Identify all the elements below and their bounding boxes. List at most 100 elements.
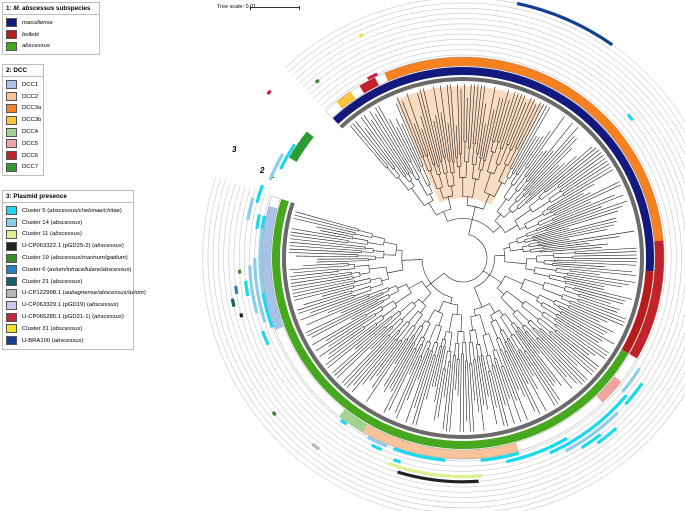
legend-plasmid-title: 3: Plasmid presence — [3, 191, 133, 203]
plasmid-swatch — [6, 312, 17, 322]
plasmid-mark — [339, 418, 348, 426]
plasmid-species: aubagnense/abscessus/avium — [64, 290, 144, 297]
plasmid-mark — [397, 470, 479, 484]
plasmid-mark — [393, 447, 446, 462]
plasmid-swatch — [6, 288, 17, 298]
plasmid-mark — [314, 78, 320, 84]
subspecies-swatch — [6, 18, 17, 28]
tree-scale-bar — [250, 5, 300, 10]
plasmid-mark — [244, 280, 250, 297]
highlighted-clade — [395, 86, 544, 206]
plasmid-mark — [266, 89, 272, 96]
plasmid-name: U-CP122998.1 ( — [22, 290, 65, 297]
plasmid-mark — [230, 298, 236, 308]
plasmid-swatch — [6, 265, 17, 275]
plasmid-mark — [239, 313, 244, 318]
ring-guide — [202, 0, 685, 511]
dcc-swatch — [6, 80, 17, 90]
ring-guide — [207, 2, 685, 511]
plasmid-species: abscessus — [94, 243, 122, 250]
plasmid-name: U-BRA100 ( — [22, 337, 54, 344]
ring-guide — [254, 49, 672, 467]
plasmid-mark — [271, 410, 277, 417]
dcc-segment — [359, 77, 379, 94]
subspecies-segment — [271, 198, 629, 450]
plasmid-mark — [311, 442, 320, 451]
dcc-label: DCC7 — [22, 164, 39, 171]
plasmid-name: Cluster 5 ( — [22, 207, 50, 214]
plasmid-mark — [268, 153, 285, 181]
dcc-ring-outline — [261, 56, 665, 460]
plasmid-swatch — [6, 253, 17, 263]
plasmid-name: Cluster 21 ( — [22, 278, 53, 285]
plasmid-mark — [516, 1, 614, 47]
plasmid-item: Cluster 11 (abscessus) — [6, 229, 131, 241]
plasmid-species: abscessus — [52, 219, 81, 226]
plasmid-species: abscessus — [94, 314, 122, 321]
plasmid-mark — [260, 215, 267, 230]
plasmid-item: U-CP063322.1 (pGD25-2) (abscessus) — [6, 240, 131, 252]
plasmid-species: abscessus/marinum/gadium — [52, 255, 126, 262]
ring-guide — [218, 13, 685, 503]
plasmid-name: Cluster 31 ( — [22, 325, 53, 332]
ring-guide — [233, 28, 685, 488]
plasmid-mark — [371, 443, 383, 452]
dcc-segment — [629, 240, 664, 359]
plasmid-mark — [260, 330, 270, 346]
subspecies-item: massiliense — [6, 17, 97, 29]
plasmid-mark — [621, 367, 641, 393]
dcc-swatch — [6, 92, 17, 102]
ring-guide — [212, 7, 685, 509]
plasmid-swatch — [6, 218, 17, 228]
plasmid-swatch — [6, 229, 17, 239]
plasmid-name: U-CP065285.1 (pGD21-1) ( — [22, 314, 95, 321]
ring-guide — [244, 39, 682, 477]
ring-label-2: 2 — [260, 166, 265, 175]
plasmid-name: Cluster 6 ( — [22, 266, 50, 273]
subspecies-swatch — [6, 30, 17, 40]
dcc-segment — [596, 376, 622, 403]
plasmid-item: U-CP065285.1 (pGD21-1) (abscessus) — [6, 311, 131, 323]
plasmid-item: Cluster 19 (abscessus/marinum/gadium) — [6, 252, 131, 264]
plasmid-item: Cluster 5 (abscessus/chelonae/chitae) — [6, 205, 131, 217]
dcc-swatch — [6, 115, 17, 125]
ring-guide — [238, 33, 685, 483]
plasmid-mark — [366, 72, 378, 81]
dcc-swatch — [6, 151, 17, 161]
plasmid-mark — [237, 269, 242, 274]
plasmid-mark — [253, 258, 267, 323]
plasmid-mark — [596, 426, 618, 445]
dcc-swatch — [6, 127, 17, 137]
dcc-item: DCC1 — [6, 79, 41, 91]
dcc-label: DCC3b — [22, 117, 42, 124]
dcc-label: DCC1 — [22, 81, 39, 88]
plasmid-species: abscessus — [52, 278, 81, 285]
plasmid-mark — [624, 382, 644, 406]
plasmid-swatch — [6, 300, 17, 310]
legend-subspecies-title: 1: M. abscessus subspecies — [3, 3, 99, 15]
plasmid-swatch — [6, 324, 17, 334]
ring-label-3: 3 — [232, 145, 237, 154]
dcc-swatch — [6, 103, 17, 113]
dcc-item: DCC4 — [6, 126, 41, 138]
plasmid-name: Cluster 11 ( — [22, 231, 53, 238]
dcc-item: DCC2 — [6, 91, 41, 103]
legend-plasmid-items: Cluster 5 (abscessus/chelonae/chitae)Clu… — [3, 203, 146, 349]
dcc-segment — [362, 424, 519, 459]
plasmid-species: avium/intracellulare/abscessus — [49, 266, 130, 273]
plasmid-mark — [255, 184, 264, 204]
plasmid-item: Cluster 14 (abscessus) — [6, 217, 131, 229]
plasmid-item: Cluster 31 (abscessus) — [6, 323, 131, 335]
dcc-label: DCC6 — [22, 152, 39, 159]
plasmid-mark — [258, 229, 265, 294]
ring-guide — [228, 23, 685, 493]
plasmid-mark — [279, 143, 297, 170]
plasmid-swatch — [6, 277, 17, 287]
plasmid-mark — [480, 451, 520, 462]
plasmid-mark — [387, 461, 483, 479]
dcc-label: DCC5 — [22, 140, 39, 147]
